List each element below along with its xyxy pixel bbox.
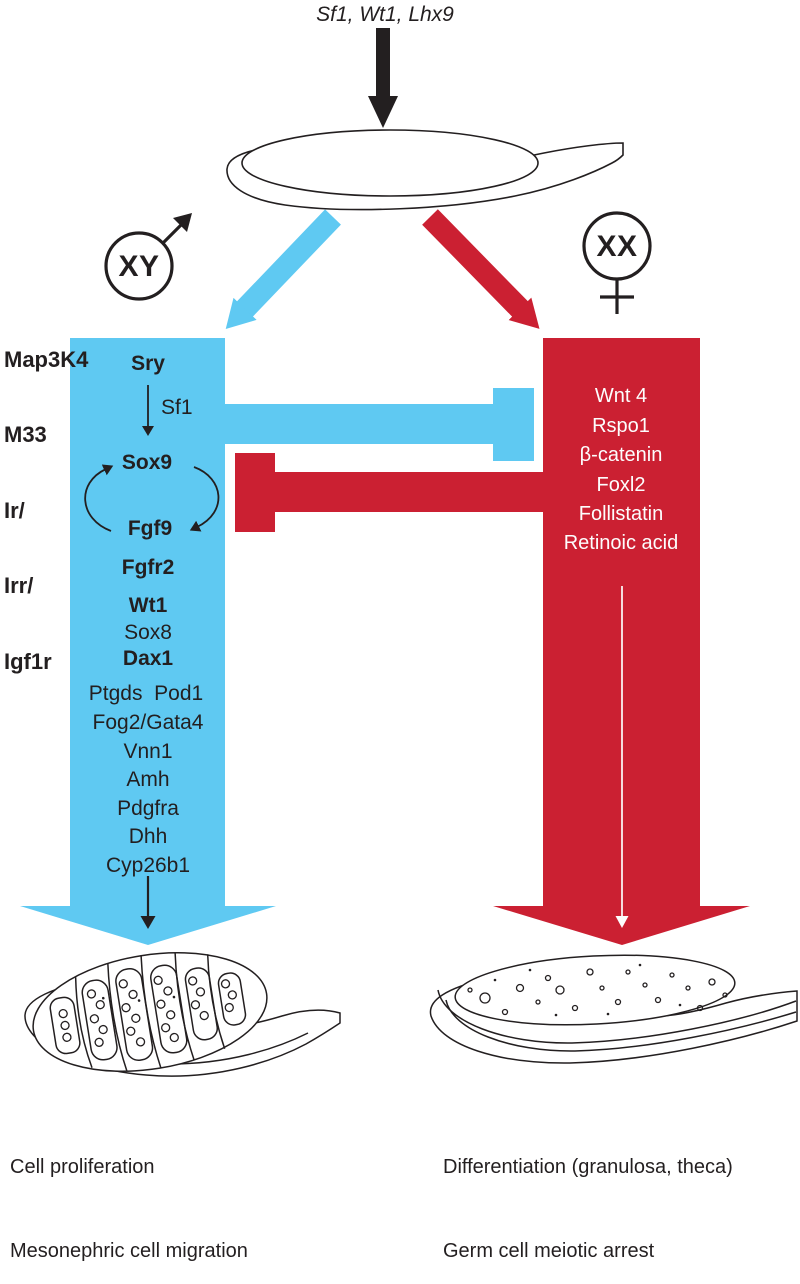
gene-sry: Sry: [131, 352, 165, 375]
gene-retinoic-acid: Retinoic acid: [563, 532, 679, 554]
follicles: [467, 968, 728, 1016]
testis-pathway-arrow: [20, 338, 276, 945]
ovary-outcome-meiotic-arrest: Germ cell meiotic arrest: [443, 1239, 655, 1262]
gene-beta-catenin: β-catenin: [579, 444, 663, 466]
male-arrow-line: [161, 221, 185, 245]
gene-rspo1: Rspo1: [592, 415, 650, 437]
cord-separator: [107, 962, 128, 1072]
gene-follistatin: Follistatin: [578, 503, 664, 525]
bipotential-commitment-arrow: [368, 28, 398, 128]
testis-illustration: [24, 952, 341, 1077]
germ-cells: [58, 975, 237, 1047]
ovary-ligament-contour: [445, 999, 797, 1052]
xy-karyotype-label: XY: [118, 249, 160, 283]
testis-outcome-list: Cell proliferation Mesonephric cell migr…: [10, 1110, 279, 1284]
gene-amh: Amh: [126, 768, 170, 791]
ovary-outline: [454, 954, 736, 1026]
blue-inhibition-tbar: [493, 388, 534, 461]
red-inhibition-tbar: [235, 453, 275, 532]
male-arrow-head: [173, 213, 192, 232]
red-inhibition-shaft: [275, 472, 543, 512]
xx-fate-arrow: [422, 209, 540, 329]
gene-wt1: Wt1: [128, 594, 168, 617]
gene-sf1-arrow-label: Sf1: [161, 396, 193, 419]
testis-cords: [49, 964, 247, 1061]
regulator-m33: M33: [4, 422, 47, 448]
blue-inhibition-bar: [225, 388, 534, 461]
ovary-ligament-contour: [437, 989, 797, 1044]
red-inhibition-bar: [235, 453, 543, 532]
sox9-fgf9-loop-right: [189, 466, 220, 532]
gene-vnn1: Vnn1: [123, 740, 173, 763]
blue-inhibition-shaft: [225, 404, 493, 444]
ovary-illustration: [429, 954, 798, 1064]
gene-fgf9: Fgf9: [127, 517, 173, 540]
arrow-head: [368, 96, 398, 128]
regulator-irr: Irr/: [4, 573, 34, 599]
fgf9-sox9-loop-left: [84, 464, 114, 532]
xy-fate-arrow: [225, 209, 341, 330]
bipotential-gonad-illustration: [226, 129, 624, 211]
gene-ptgds-pod1: Ptgds Pod1: [88, 682, 204, 705]
gene-dax1: Dax1: [122, 647, 174, 670]
germ-cell-dots: [101, 995, 176, 1002]
gene-sox9: Sox9: [121, 451, 173, 474]
ovary-outcome-differentiation: Differentiation (granulosa, theca): [443, 1156, 733, 1178]
female-symbol-icon: [582, 211, 652, 314]
gene-wnt4: Wnt 4: [594, 385, 648, 407]
left-regulator-list: Map3K4 M33 Ir/ Irr/ Igf1r: [4, 296, 88, 725]
gene-foxl2: Foxl2: [596, 474, 646, 496]
male-symbol-icon: [104, 213, 192, 301]
gene-cyp26b1: Cyp26b1: [105, 854, 191, 877]
ovary-outcome-list: Differentiation (granulosa, theca) Germ …: [443, 1110, 733, 1284]
testis-outcome-migration: Mesonephric cell migration: [10, 1239, 248, 1262]
gene-pdgfra: Pdgfra: [117, 797, 179, 820]
testis-outcome-proliferation: Cell proliferation: [10, 1156, 155, 1178]
regulator-igf1r: Igf1r: [4, 648, 52, 674]
regulator-ir: Ir/: [4, 497, 25, 523]
regulator-map3k4: Map3K4: [4, 346, 89, 372]
cord-separator: [74, 977, 93, 1069]
arrow-shaft: [376, 28, 390, 98]
gene-fgfr2: Fgfr2: [121, 556, 175, 579]
xx-karyotype-label: XX: [596, 229, 638, 263]
male-circle: [104, 231, 174, 301]
gene-dhh: Dhh: [128, 825, 168, 848]
gene-fog2-gata4: Fog2/Gata4: [92, 711, 204, 734]
upstream-genes-label: Sf1, Wt1, Lhx9: [316, 3, 454, 26]
gonad-outline: [241, 129, 539, 197]
gene-sox8: Sox8: [124, 621, 172, 644]
follicle-dots: [493, 963, 682, 1017]
